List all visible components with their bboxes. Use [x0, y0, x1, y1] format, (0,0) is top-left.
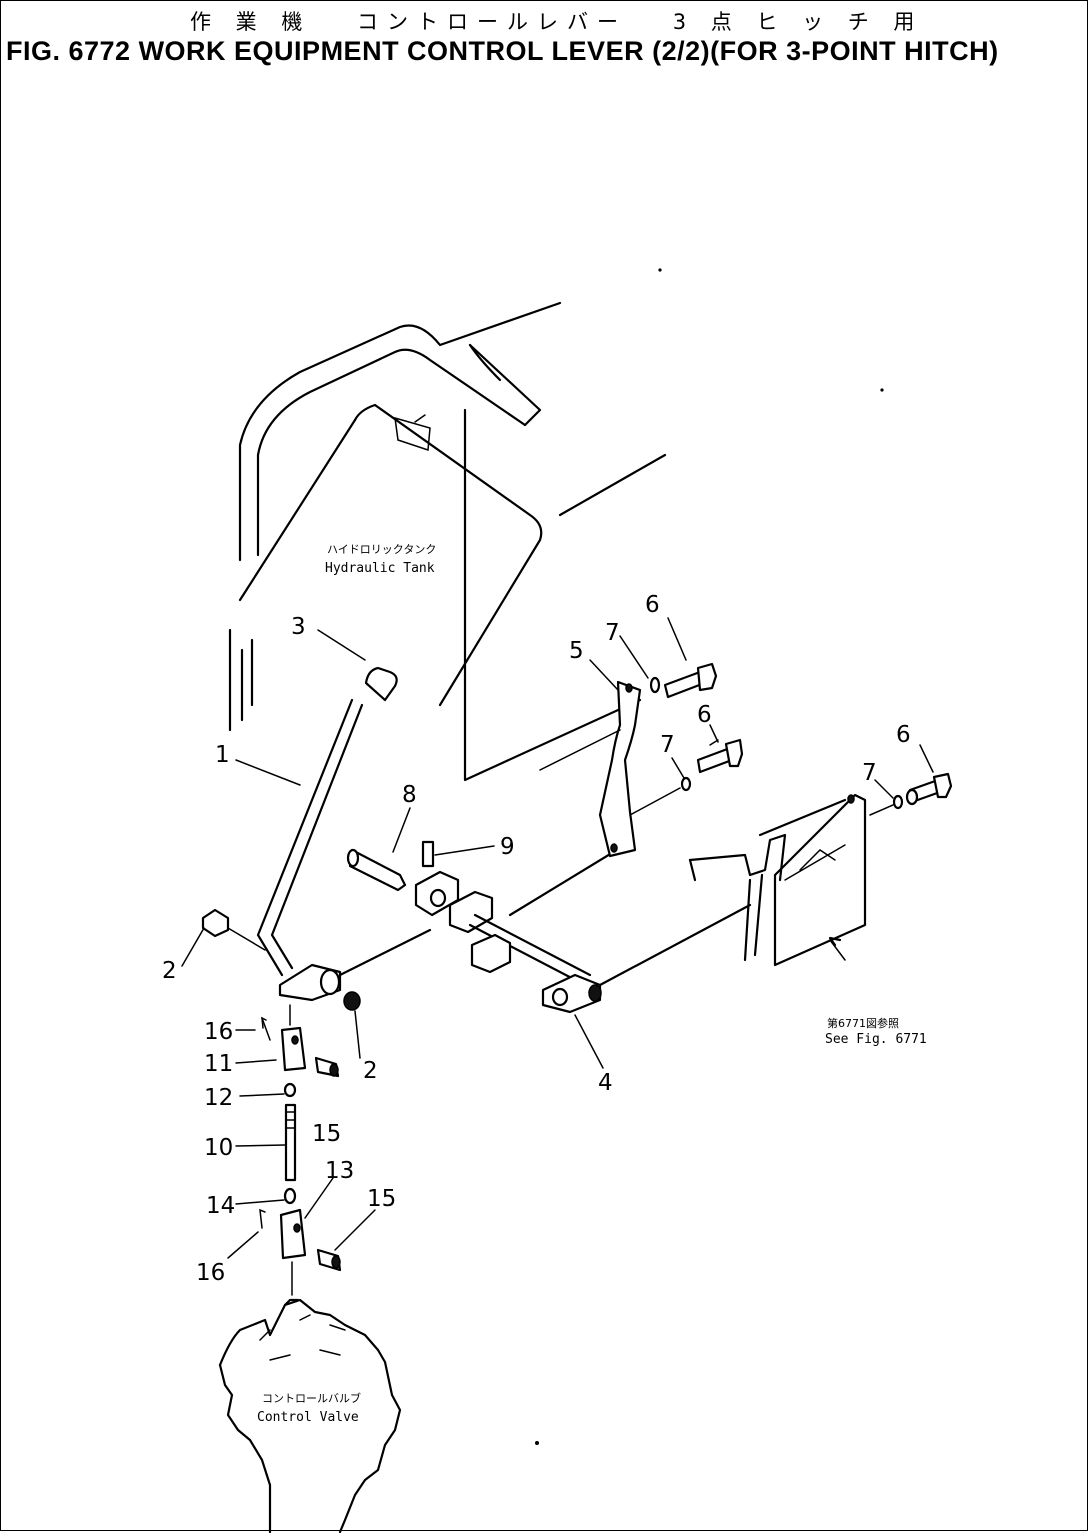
see-fig-label: See Fig. 6771 [825, 1032, 927, 1047]
hydraulic-tank-label-jp: ハイドロリックタンク [327, 543, 436, 556]
title-japanese: 作 業 機 コントロールレバー 3 点 ヒ ッ チ 用 [190, 10, 924, 34]
callout-4: 4 [598, 1070, 613, 1096]
lever-knob [364, 666, 398, 702]
control-valve [218, 1298, 402, 1533]
bolt-middle [696, 738, 744, 774]
callout-16-upper: 16 [204, 1019, 233, 1045]
stray-dot-top [658, 268, 662, 272]
callout-8: 8 [402, 782, 417, 808]
callout-3: 3 [291, 614, 306, 640]
rod [284, 1103, 297, 1182]
callout-1: 1 [215, 742, 230, 768]
figure-title: FIG. 6772 WORK EQUIPMENT CONTROL LEVER (… [6, 36, 999, 66]
see-fig-label-jp: 第6771図参照 [827, 1016, 899, 1030]
bolt-upper [663, 662, 718, 699]
callout-2-right: 2 [363, 1058, 378, 1084]
callout-9: 9 [500, 834, 515, 860]
callout-numbers: 1 2 2 3 4 5 6 6 6 7 7 7 8 9 10 11 12 13 … [162, 592, 911, 1286]
hydraulic-tank-label: Hydraulic Tank [325, 561, 435, 576]
washer-upper [649, 676, 661, 694]
stray-dot-right [880, 388, 884, 392]
control-valve-label-jp: コントロールバルブ [262, 1391, 361, 1405]
bushing-left [201, 908, 230, 938]
control-valve-label: Control Valve [257, 1410, 359, 1425]
callout-14: 14 [206, 1193, 235, 1219]
callout-7-middle: 7 [660, 732, 675, 758]
callout-7-upper: 7 [605, 620, 620, 646]
leader-lines [181, 617, 934, 1259]
callout-16-lower: 16 [196, 1260, 225, 1286]
callout-2-left: 2 [162, 958, 177, 984]
bracket [539, 680, 642, 858]
mounting-plate [688, 793, 867, 967]
spring-pin [421, 840, 435, 868]
control-lever [256, 698, 432, 1002]
callout-10: 10 [204, 1135, 233, 1161]
callout-6-middle: 6 [697, 702, 712, 728]
callout-11: 11 [204, 1051, 233, 1077]
pin [346, 848, 407, 892]
bushing-right [343, 991, 361, 1011]
callout-12: 12 [204, 1085, 233, 1111]
callout-15-upper: 15 [312, 1121, 341, 1147]
callout-15-lower: 15 [367, 1186, 396, 1212]
nut-lower [283, 1187, 297, 1205]
washer-right [892, 794, 904, 810]
callout-6-right: 6 [896, 722, 911, 748]
callout-7-right: 7 [862, 760, 877, 786]
hydraulic-tank [228, 301, 667, 782]
lower-linkage [259, 1004, 342, 1296]
nut-upper [283, 1082, 297, 1098]
clevis-lower [279, 1208, 307, 1260]
clevis-upper [280, 1026, 307, 1072]
cross-shaft-assembly [414, 843, 752, 1014]
callout-6-upper: 6 [645, 592, 660, 618]
callout-5: 5 [569, 638, 584, 664]
bolt-right [905, 772, 953, 806]
washer-middle [680, 776, 692, 792]
stray-dot-bottom [535, 1441, 539, 1445]
callout-13: 13 [325, 1158, 354, 1184]
